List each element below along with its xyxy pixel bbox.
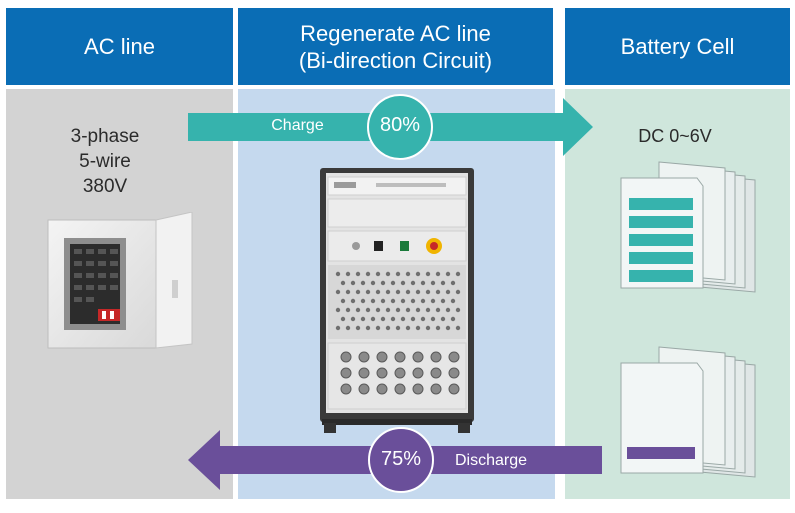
discharge-arrow xyxy=(188,427,602,493)
discharge-label: Discharge xyxy=(454,452,528,469)
header-ac-line-title: AC line xyxy=(84,34,155,59)
discharge-efficiency: 75% xyxy=(380,448,422,470)
ac-line-specs: 3-phase 5-wire 380V xyxy=(40,124,170,199)
battery-voltage-label: DC 0~6V xyxy=(638,126,712,146)
header-regenerate: Regenerate AC line (Bi-direction Circuit… xyxy=(238,8,553,85)
electrical-panel-icon xyxy=(47,212,193,349)
battery-test-system-cabinet-icon xyxy=(320,168,474,433)
ac-spec-phase: 3-phase xyxy=(70,126,140,147)
header-regenerate-line1: Regenerate AC line xyxy=(300,20,491,46)
header-battery-title: Battery Cell xyxy=(620,34,735,59)
charge-label: Charge xyxy=(271,117,324,134)
discharged-battery-cells-icon xyxy=(620,346,756,478)
charged-battery-cells-icon xyxy=(620,161,756,293)
charge-arrow xyxy=(188,94,593,160)
header-ac-line: AC line xyxy=(6,8,233,85)
ac-spec-wire: 5-wire xyxy=(79,151,131,172)
ac-spec-voltage: 380V xyxy=(82,176,128,197)
charge-efficiency: 80% xyxy=(379,114,421,136)
header-regenerate-line2: (Bi-direction Circuit) xyxy=(298,47,493,73)
header-battery-cell: Battery Cell xyxy=(565,8,790,85)
